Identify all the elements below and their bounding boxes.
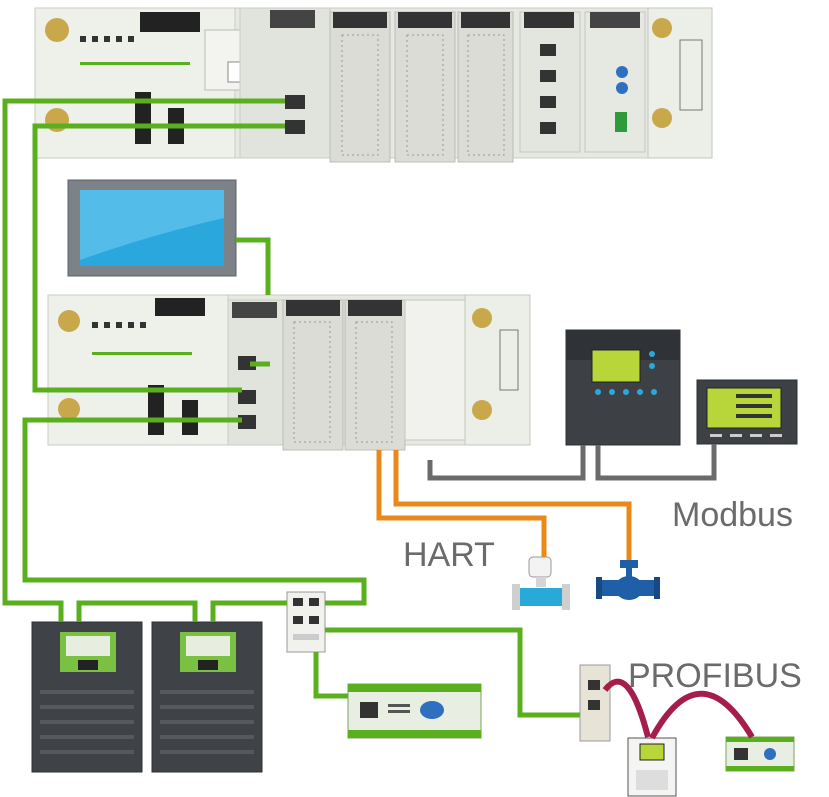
profibus-io-module-icon: [725, 736, 795, 772]
controller-display-icon: [565, 329, 681, 446]
modbus-cable: [427, 444, 717, 481]
ethernet-switch-icon: [286, 591, 326, 653]
ethernet-cable: [2, 98, 580, 718]
modbus-label: Modbus: [672, 496, 793, 534]
hart-label: HART: [403, 536, 495, 574]
io-island-icon: [347, 683, 482, 739]
control-valve-icon: [596, 560, 660, 600]
plc-rack-main-icon: [34, 7, 713, 163]
flowmeter-icon: [512, 556, 570, 610]
hmi-touch-panel-icon: [67, 179, 237, 277]
profibus-drive-icon: [627, 737, 677, 797]
profibus-label: PROFIBUS: [628, 657, 802, 695]
plc-rack-remote-icon: [47, 294, 531, 451]
profibus-gateway-icon: [579, 664, 611, 742]
io-module-group: [329, 11, 514, 163]
variable-speed-drive-icon: [31, 621, 143, 773]
variable-speed-drive-icon: [151, 621, 263, 773]
power-meter-icon: [696, 379, 798, 445]
profibus-cable: [602, 678, 755, 740]
hart-cable: [376, 450, 632, 560]
